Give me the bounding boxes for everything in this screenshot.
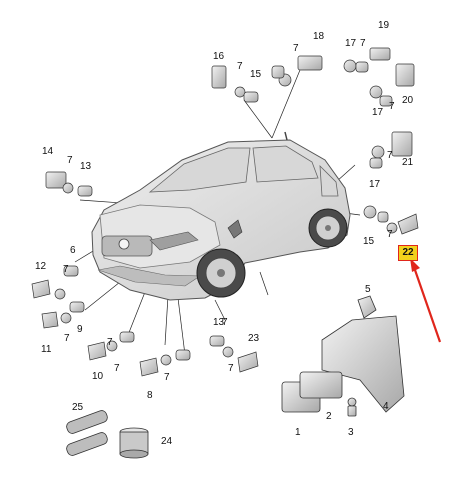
- callout-label: 5: [365, 284, 371, 295]
- callout-label: 16: [213, 51, 225, 62]
- callout-label: 7: [237, 61, 243, 72]
- callout-label: 15: [250, 69, 262, 80]
- callout-label: 12: [35, 261, 47, 272]
- callout-label: 10: [92, 371, 104, 382]
- callout-label: 23: [248, 333, 260, 344]
- callout-label: 14: [42, 146, 54, 157]
- callout-label: 7: [228, 363, 234, 374]
- callout-label: 7: [387, 229, 393, 240]
- callout-label: 17: [345, 38, 357, 49]
- callout-label: 6: [70, 245, 76, 256]
- callout-label: 13: [80, 161, 92, 172]
- callout-label: 17: [372, 107, 384, 118]
- red-arrow-icon: [410, 258, 442, 343]
- vehicle-illustration: [91, 131, 351, 301]
- callout-label: 7: [107, 337, 113, 348]
- callout-label: 1: [295, 427, 301, 438]
- callout-label: 7: [67, 155, 73, 166]
- part-drawings: [31, 47, 419, 377]
- callout-label: 4: [383, 401, 389, 412]
- callout-label: 7: [222, 317, 228, 328]
- callout-label: 18: [313, 31, 325, 42]
- callout-label: 20: [402, 95, 414, 106]
- callout-label: 2: [326, 411, 332, 422]
- callout-label: 7: [360, 38, 366, 49]
- callout-label: 24: [161, 436, 173, 447]
- highlighted-callout-22[interactable]: 22: [398, 245, 418, 261]
- callout-label: 25: [72, 402, 84, 413]
- control-units: [281, 295, 405, 417]
- callout-label: 3: [348, 427, 354, 438]
- callout-label: 7: [114, 363, 120, 374]
- callout-label: 7: [293, 43, 299, 54]
- callout-label: 7: [389, 101, 395, 112]
- callout-label: 7: [387, 150, 393, 161]
- callout-label: 19: [378, 20, 390, 31]
- callout-label: 7: [164, 372, 170, 383]
- callout-label: 21: [402, 157, 414, 168]
- callout-label: 13: [213, 317, 225, 328]
- callout-label: 9: [77, 324, 83, 335]
- callout-label: 7: [64, 333, 70, 344]
- part-drawings-bottom: [66, 410, 149, 459]
- callout-label: 7: [63, 264, 69, 275]
- callout-label: 15: [363, 236, 375, 247]
- callout-label: 8: [147, 390, 153, 401]
- callout-label: 17: [369, 179, 381, 190]
- callout-label: 11: [41, 344, 52, 355]
